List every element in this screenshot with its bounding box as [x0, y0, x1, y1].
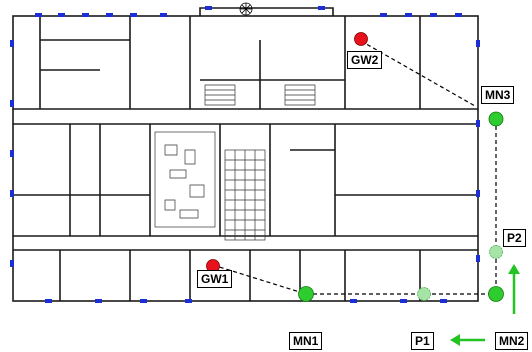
window — [185, 299, 192, 303]
mn3-label: MN3 — [481, 86, 515, 104]
stair-east — [284, 84, 316, 106]
window — [10, 190, 14, 197]
lab-fixtures — [164, 144, 205, 219]
network-links — [212, 40, 497, 295]
window — [106, 13, 113, 17]
windows — [10, 6, 480, 303]
arrow-left-icon — [450, 334, 485, 346]
window — [476, 255, 480, 262]
link-gw1-mn1 — [212, 264, 307, 295]
window — [10, 100, 14, 107]
window — [405, 13, 412, 17]
window — [205, 6, 212, 10]
window — [476, 120, 480, 127]
window — [10, 150, 14, 157]
outer-wall — [12, 15, 479, 302]
window — [430, 13, 437, 17]
mesh-node-mn1-marker[interactable] — [298, 286, 314, 302]
window — [380, 13, 387, 17]
window — [400, 299, 407, 303]
window — [10, 40, 14, 47]
window — [455, 13, 462, 17]
window — [350, 299, 357, 303]
gw1-label: GW1 — [197, 270, 233, 288]
equipment-grid-lines — [225, 150, 265, 240]
window — [476, 40, 480, 47]
staircases — [204, 84, 316, 106]
gw2-label: GW2 — [347, 51, 383, 69]
mesh-node-mn3-marker[interactable] — [488, 111, 504, 127]
window — [95, 299, 102, 303]
window — [440, 299, 447, 303]
window — [58, 13, 65, 17]
window — [10, 260, 14, 267]
stair-west — [204, 84, 236, 106]
probe-p1-marker[interactable] — [417, 287, 431, 301]
arrow-up-icon — [508, 264, 520, 314]
p2-label: P2 — [503, 229, 526, 247]
lab-room — [154, 131, 216, 228]
building-walls — [12, 7, 479, 302]
gateway-gw2-marker[interactable] — [354, 32, 368, 46]
window — [318, 6, 325, 10]
mesh-node-mn2-marker[interactable] — [488, 286, 504, 302]
p1-label: P1 — [411, 332, 434, 350]
window — [476, 190, 480, 197]
window — [45, 299, 52, 303]
probe-p2-marker[interactable] — [489, 245, 503, 259]
window — [35, 13, 42, 17]
window — [82, 13, 89, 17]
window — [130, 13, 137, 17]
north-wall-extension — [199, 7, 334, 16]
mn2-label: MN2 — [495, 332, 529, 350]
compass-rose-icon — [239, 2, 253, 16]
window — [140, 299, 147, 303]
mn1-label: MN1 — [289, 332, 323, 350]
window — [160, 13, 167, 17]
central-lab-block — [154, 131, 266, 241]
